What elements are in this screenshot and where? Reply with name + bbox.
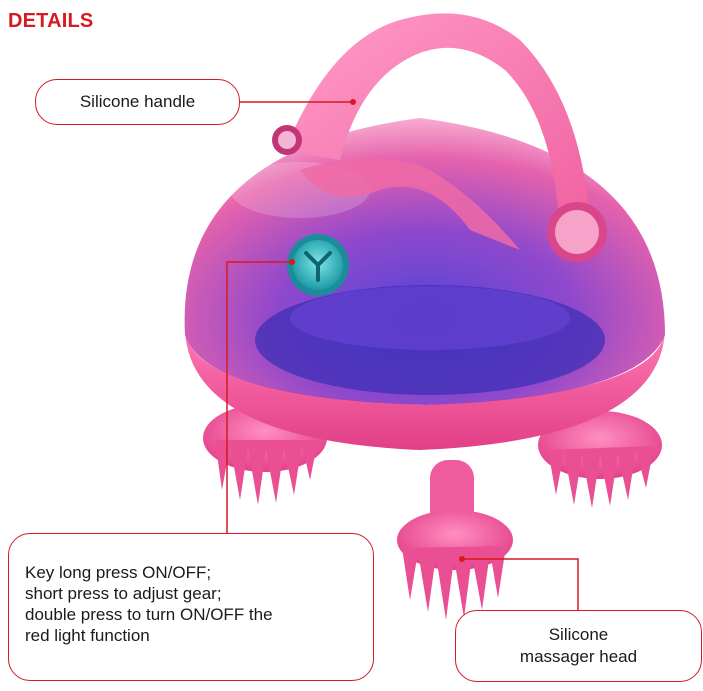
- power-key-button: [287, 234, 349, 296]
- callout-key-function: Key long press ON/OFF; short press to ad…: [8, 533, 374, 681]
- callout-head-line-2: massager head: [456, 646, 701, 668]
- callout-massager-head: Silicone massager head: [455, 610, 702, 682]
- callout-key-line-2: short press to adjust gear;: [25, 583, 359, 604]
- callout-key-line-3: double press to turn ON/OFF the: [25, 604, 359, 625]
- callout-key-line-4: red light function: [25, 625, 359, 646]
- massager-head-bottom: [397, 460, 513, 620]
- callout-key-line-1: Key long press ON/OFF;: [25, 562, 359, 583]
- callout-silicone-handle: Silicone handle: [35, 79, 240, 125]
- callout-head-line-1: Silicone: [456, 624, 701, 646]
- callout-handle-text: Silicone handle: [80, 92, 195, 112]
